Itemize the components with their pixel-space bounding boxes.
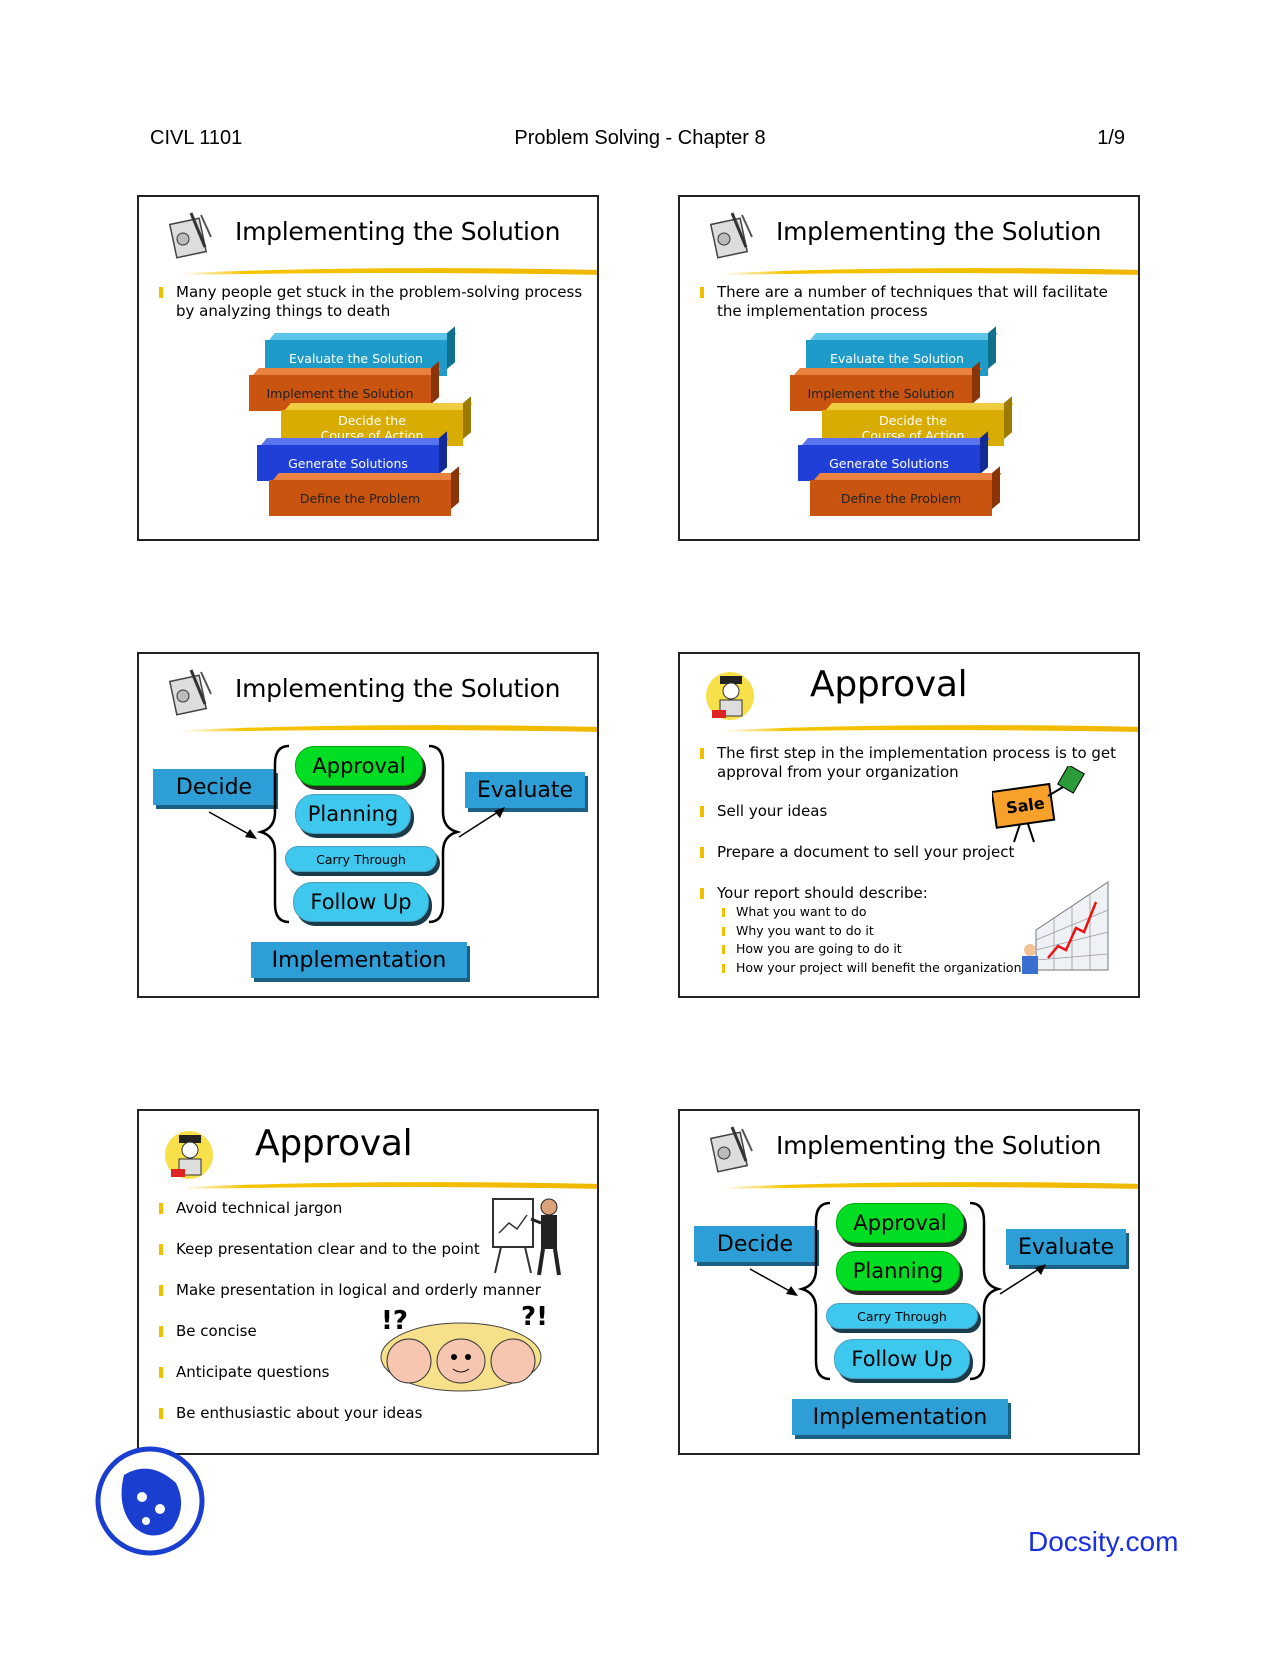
step-approval: Approval bbox=[836, 1203, 964, 1243]
block-define: Define the Problem bbox=[810, 466, 1002, 516]
growth-chart-clipart bbox=[1022, 881, 1109, 974]
svg-text:?!: ?! bbox=[521, 1302, 548, 1332]
official-stamp-clipart-icon bbox=[706, 672, 754, 720]
step-approval: Approval bbox=[295, 746, 423, 786]
evaluate-box: Evaluate bbox=[465, 772, 585, 808]
slide-1: Implementing the Solution Many people ge… bbox=[137, 195, 599, 541]
presenter-clipart bbox=[492, 1198, 561, 1276]
bullet-text: Be concise bbox=[157, 1322, 585, 1341]
docsity-logo-icon bbox=[95, 1446, 205, 1556]
slide-title: Implementing the Solution bbox=[235, 674, 561, 703]
implementation-box: Implementation bbox=[792, 1399, 1008, 1435]
slide-2: Implementing the Solution There are a nu… bbox=[678, 195, 1140, 541]
title-underline bbox=[724, 1182, 1138, 1189]
official-stamp-clipart-icon bbox=[165, 1131, 213, 1179]
title-underline bbox=[183, 1182, 597, 1189]
slide-title: Implementing the Solution bbox=[235, 217, 561, 246]
block-define: Define the Problem bbox=[269, 466, 461, 516]
bullet-text: The first step in the implementation pro… bbox=[698, 744, 1117, 782]
brace-and-arrows bbox=[749, 1201, 1046, 1381]
step-planning: Planning bbox=[295, 794, 411, 834]
bullet-text: Make presentation in logical and orderly… bbox=[157, 1281, 585, 1300]
slide-6: Implementing the Solution Decide Evaluat… bbox=[678, 1109, 1140, 1455]
tools-clipart-icon bbox=[168, 669, 212, 716]
step-follow-up: Follow Up bbox=[293, 882, 429, 922]
tools-clipart-icon bbox=[709, 1126, 753, 1173]
slide-title: Approval bbox=[810, 664, 968, 705]
bullet-text: Avoid technical jargon bbox=[157, 1199, 585, 1218]
evaluate-box: Evaluate bbox=[1006, 1229, 1126, 1265]
bullet-text: Be enthusiastic about your ideas bbox=[157, 1404, 585, 1423]
bullet-text: Many people get stuck in the problem-sol… bbox=[157, 283, 585, 321]
step-carry-through: Carry Through bbox=[285, 846, 437, 872]
brace-and-arrows bbox=[208, 744, 505, 924]
chapter-title: Problem Solving - Chapter 8 bbox=[514, 127, 766, 149]
title-underline bbox=[183, 268, 597, 275]
step-carry-through: Carry Through bbox=[826, 1303, 978, 1329]
slide-4: Approval The first step in the implement… bbox=[678, 652, 1140, 998]
sub-bullet: How your project will benefit the organi… bbox=[698, 959, 1126, 978]
bullet-text: Sell your ideas bbox=[698, 802, 1126, 821]
title-underline bbox=[183, 725, 597, 732]
bullet-text: Keep presentation clear and to the point bbox=[157, 1240, 585, 1259]
slide-title: Implementing the Solution bbox=[776, 217, 1102, 246]
sale-sign-clipart: Sale bbox=[992, 766, 1090, 846]
slide-5: Approval Avoid technical jargon Keep pre… bbox=[137, 1109, 599, 1455]
bullet-text: There are a number of techniques that wi… bbox=[698, 283, 1126, 321]
tools-clipart-icon bbox=[709, 212, 753, 259]
page-number: 1/9 bbox=[1097, 127, 1125, 149]
decide-box: Decide bbox=[153, 769, 275, 805]
sub-bullet: How you are going to do it bbox=[698, 940, 1126, 959]
implementation-box: Implementation bbox=[251, 942, 467, 978]
slide-3: Implementing the Solution Decide Evaluat… bbox=[137, 652, 599, 998]
slide-title: Approval bbox=[255, 1123, 413, 1164]
step-planning: Planning bbox=[836, 1251, 960, 1291]
tools-clipart-icon bbox=[168, 212, 212, 259]
svg-text:!?: !? bbox=[381, 1306, 408, 1336]
question-faces-clipart: !? ?! bbox=[380, 1302, 548, 1392]
bullet-text: Prepare a document to sell your project bbox=[698, 843, 1126, 862]
step-follow-up: Follow Up bbox=[834, 1339, 970, 1379]
bullet-text: Your report should describe: bbox=[698, 884, 1126, 903]
decide-box: Decide bbox=[694, 1226, 816, 1262]
bullet-text: Anticipate questions bbox=[157, 1363, 585, 1382]
sub-bullet: Why you want to do it bbox=[698, 922, 1126, 941]
title-underline bbox=[724, 725, 1138, 732]
title-underline bbox=[724, 268, 1138, 275]
slide-title: Implementing the Solution bbox=[776, 1131, 1102, 1160]
course-code: CIVL 1101 bbox=[150, 127, 243, 149]
sub-bullet: What you want to do bbox=[698, 903, 1126, 922]
docsity-brand-link[interactable]: Docsity.com bbox=[1028, 1526, 1179, 1557]
